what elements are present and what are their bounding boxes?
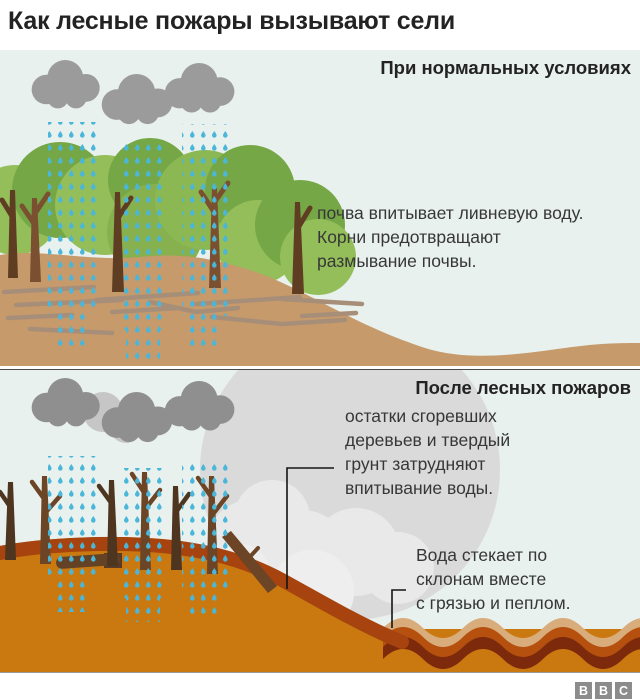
rain-clouds-icon	[31, 60, 235, 125]
rain-clouds-icon	[31, 378, 235, 443]
bbc-logo-letter: C	[615, 682, 632, 699]
rainfall	[48, 456, 232, 622]
panel-normal-conditions: При нормальных условиях почва впитывает …	[0, 50, 640, 366]
panel-normal-header: При нормальных условиях	[380, 57, 631, 78]
normal-conditions-note: почва впитывает ливневую воду. Корни пре…	[317, 203, 584, 271]
rainfall	[48, 122, 232, 362]
debris-note: остатки сгоревших деревьев и твердый гру…	[345, 406, 511, 498]
mudflow-waves	[383, 618, 640, 673]
page-title: Как лесные пожары вызывают сели	[8, 7, 456, 35]
panel-after-header: После лесных пожаров	[415, 377, 631, 398]
after-fires-illustration	[0, 370, 640, 673]
panel-after-fires: После лесных пожаров остатки сгоревших д…	[0, 369, 640, 673]
runoff-note: Вода стекает по склонам вместе с грязью …	[416, 545, 571, 613]
normal-conditions-illustration	[0, 60, 640, 366]
callout-line-debris	[286, 467, 334, 589]
bbc-logo: B B C	[575, 682, 632, 699]
bbc-logo-letter: B	[595, 682, 612, 699]
callout-line-runoff	[391, 589, 406, 628]
bbc-logo-letter: B	[575, 682, 592, 699]
footer: B B C	[0, 672, 640, 700]
panel-separator	[0, 366, 640, 369]
